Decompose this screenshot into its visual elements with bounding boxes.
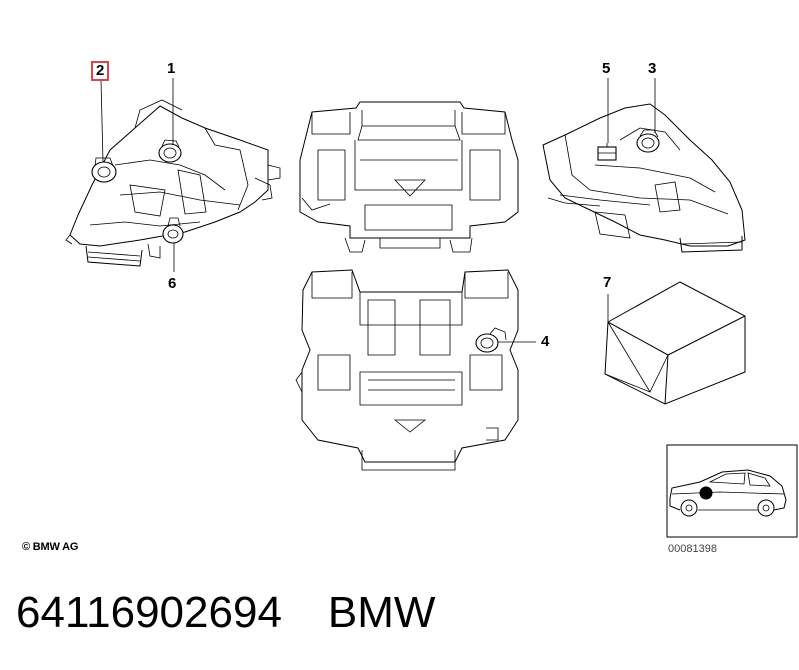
heater-housing-front-view	[295, 269, 536, 471]
clip-1-icon	[158, 139, 182, 163]
clip-4-icon	[475, 327, 507, 353]
callout-1[interactable]: 1	[167, 60, 176, 77]
callout-7[interactable]: 7	[603, 274, 612, 291]
heater-housing-right-view	[542, 78, 746, 253]
location-marker-icon	[699, 486, 713, 500]
callout-5[interactable]: 5	[602, 60, 611, 77]
copyright-notice: © BMW AG	[22, 541, 79, 553]
heater-housing-left-view	[65, 78, 281, 272]
callout-3[interactable]: 3	[648, 60, 657, 77]
callout-4[interactable]: 4	[541, 333, 550, 350]
diagram-code: 00081398	[668, 543, 717, 555]
clip-2-icon	[91, 157, 117, 183]
callout-2[interactable]: 2	[91, 61, 110, 81]
foam-pad-icon	[604, 281, 746, 405]
part-number: 64116902694	[16, 588, 282, 637]
vehicle-locator-inset	[666, 444, 798, 538]
parts-diagram	[65, 78, 798, 538]
brand-name: BMW	[327, 588, 436, 637]
clip-3-icon	[636, 129, 660, 153]
callout-6[interactable]: 6	[168, 275, 177, 292]
footer-caption: 64116902694 BMW	[16, 588, 435, 638]
clip-6-icon	[162, 217, 184, 244]
clip-5-icon	[597, 143, 617, 161]
heater-housing-top-view	[299, 101, 519, 253]
